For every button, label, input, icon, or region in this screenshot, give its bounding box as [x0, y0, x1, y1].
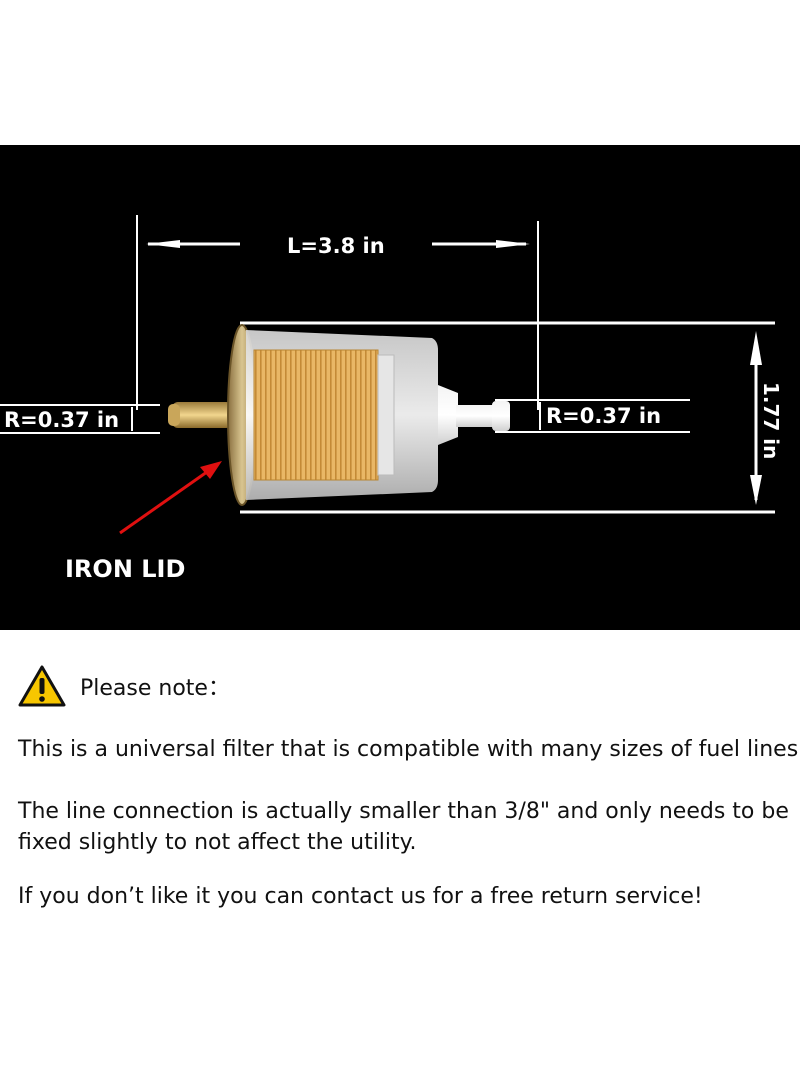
please-note-section: Please note： This is a universal filter …: [18, 662, 800, 909]
right-radius-label: R=0.37 in: [546, 404, 661, 428]
left-radius-dimension: R=0.37 in: [0, 404, 160, 434]
right-radius-dimension: R=0.37 in: [495, 399, 690, 433]
warning-icon: [18, 665, 66, 707]
left-radius-label: R=0.37 in: [4, 408, 119, 432]
note-paragraph-connection: The line connection is actually smaller …: [18, 799, 789, 855]
iron-lid-label: IRON LID: [65, 555, 185, 583]
note-paragraph-return: If you don’t like it you can contact us …: [18, 884, 703, 909]
note-heading: Please note：: [80, 676, 230, 701]
note-heading-row: Please note：: [18, 662, 793, 710]
fuel-filter-illustration: [168, 324, 510, 506]
height-dimension: 1.77 in: [240, 321, 783, 514]
length-dimension: L=3.8 in: [136, 215, 539, 410]
product-dimension-diagram: L=3.8 in 1.77 in R=0.37 in R=0.37 in: [0, 145, 800, 630]
length-label: L=3.8 in: [287, 234, 385, 258]
iron-lid-callout-arrow: [119, 461, 222, 535]
note-paragraph-compatibility: This is a universal filter that is compa…: [18, 737, 800, 762]
height-label: 1.77 in: [759, 382, 783, 459]
